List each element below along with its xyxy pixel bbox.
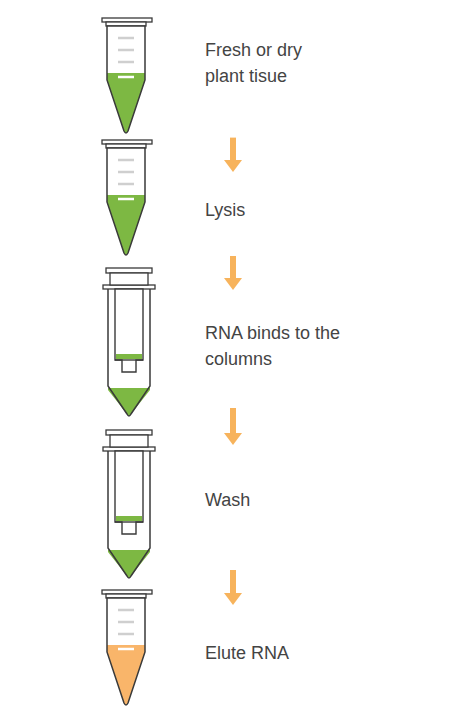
step-text: Wash <box>205 487 325 513</box>
graduation-mark <box>118 61 134 64</box>
tube-body <box>107 148 145 255</box>
flow-arrow <box>224 408 242 445</box>
collection-tube-outline <box>108 450 150 578</box>
column-collar <box>110 273 148 285</box>
graduation-mark <box>118 198 134 201</box>
graduation-mark <box>118 37 134 40</box>
lysis-tube <box>102 140 152 255</box>
arrowhead <box>224 433 242 445</box>
step-text: Lysis <box>205 197 325 223</box>
step-label: Lysis <box>205 197 325 223</box>
graduation-mark <box>118 633 134 636</box>
collection-tube <box>108 450 150 578</box>
step-label: RNA binds to the columns <box>205 320 365 372</box>
column-collar <box>110 435 148 447</box>
arrow-shaft <box>230 256 236 279</box>
graduation-mark <box>118 76 134 79</box>
flow-through-liquid <box>108 388 150 416</box>
tube-body <box>107 26 145 133</box>
membrane-line <box>115 359 143 360</box>
arrowhead <box>224 278 242 290</box>
collection-tube-outline <box>108 288 150 416</box>
step-text: Elute RNA <box>205 640 345 666</box>
graduation-mark <box>118 648 134 651</box>
graduation-mark <box>118 159 134 162</box>
graduation-mark <box>118 621 134 624</box>
column-cap <box>106 430 152 435</box>
step-text: Fresh or dry plant tisue <box>205 37 325 89</box>
arrowhead <box>224 593 242 605</box>
collection-tube <box>108 288 150 416</box>
graduation-mark <box>118 183 134 186</box>
arrow-shaft <box>230 570 236 594</box>
step-label: Wash <box>205 487 325 513</box>
column-cap <box>106 268 152 273</box>
step-label: Fresh or dry plant tisue <box>205 37 325 89</box>
tube-outline <box>107 148 145 255</box>
tube-liquid <box>107 645 145 705</box>
column-membrane <box>116 354 142 359</box>
tube-body <box>107 598 145 705</box>
column-membrane <box>116 516 142 521</box>
graduation-mark <box>118 609 134 612</box>
wash-column <box>103 430 155 578</box>
step-text: RNA binds to the columns <box>205 320 365 372</box>
step-label: Elute RNA <box>205 640 345 666</box>
arrow-shaft <box>230 138 236 161</box>
flow-through-liquid <box>108 550 150 578</box>
arrowhead <box>224 160 242 172</box>
flow-arrow <box>224 138 242 172</box>
flow-arrow <box>224 570 242 605</box>
graduation-mark <box>118 171 134 174</box>
tube-liquid <box>107 195 145 255</box>
graduation-mark <box>118 49 134 52</box>
spin-column <box>115 451 143 534</box>
arrow-shaft <box>230 408 236 434</box>
elution-tube <box>102 590 152 705</box>
membrane-line <box>115 521 143 522</box>
tube-liquid <box>107 73 145 133</box>
flow-arrow <box>224 256 242 290</box>
tube-outline <box>107 26 145 133</box>
binding-column <box>103 268 155 416</box>
tube-outline <box>107 598 145 705</box>
sample-tube <box>102 18 152 133</box>
spin-column <box>115 289 143 372</box>
